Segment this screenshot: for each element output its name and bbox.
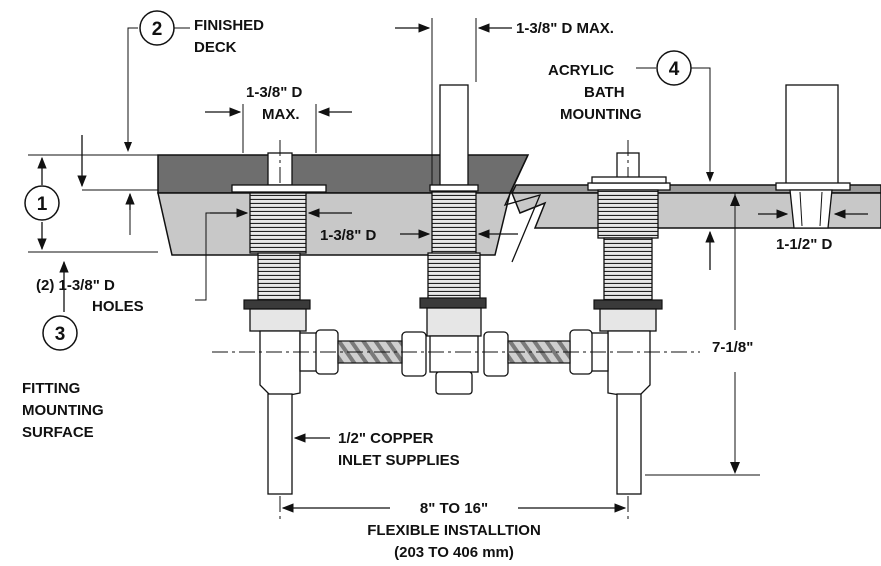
dim-holes-note: (2) 1-3/8" D HOLES — [36, 208, 352, 315]
callout-4-number: 4 — [669, 59, 680, 80]
center-spout — [401, 84, 509, 395]
dim-height: 7-1/8" — [645, 193, 760, 476]
dim-spout: 1-3/8" D MAX. — [395, 18, 614, 185]
dim-middle-hole: 1-3/8" D — [320, 227, 518, 244]
dim-middle-hole-text: 1-3/8" D — [320, 227, 376, 244]
finished-deck-label-1: FINISHED — [194, 17, 264, 34]
acrylic-label-3: MOUNTING — [560, 106, 642, 123]
fitting-label-1: FITTING — [22, 380, 80, 397]
dim-spout-text: 1-3/8" D MAX. — [516, 20, 614, 37]
callout-1: 1 — [24, 135, 158, 253]
callout-2: 2 FINISHED DECK — [124, 10, 264, 152]
dim-copper: 1/2" COPPER INLET SUPPLIES — [293, 430, 460, 469]
acrylic-label-1: ACRYLIC — [548, 62, 614, 79]
dim-spread: 8" TO 16" FLEXIBLE INSTALLTION (203 TO 4… — [281, 500, 627, 561]
dim-height-text: 7-1/8" — [712, 339, 753, 356]
callout-4: ACRYLIC BATH MOUNTING 4 — [548, 50, 881, 270]
acrylic-label-2: BATH — [584, 84, 625, 101]
callout-2-number: 2 — [152, 19, 163, 40]
spread-text-3: (203 TO 406 mm) — [394, 544, 514, 561]
finished-deck-label-2: DECK — [194, 39, 237, 56]
callout-1-number: 1 — [37, 194, 48, 215]
fitting-label-2: MOUNTING — [22, 402, 104, 419]
holes-note-text-1: (2) 1-3/8" D — [36, 277, 115, 294]
copper-text-2: INLET SUPPLIES — [338, 452, 460, 469]
spread-text-1: 8" TO 16" — [420, 500, 488, 517]
callout-3: 3 FITTING MOUNTING SURFACE — [22, 260, 104, 441]
right-valve — [569, 140, 671, 495]
dim-left-hole-text-1: 1-3/8" D — [246, 84, 302, 101]
left-valve — [231, 140, 339, 495]
dim-left-hole: 1-3/8" D MAX. — [205, 84, 352, 153]
copper-text-1: 1/2" COPPER — [338, 430, 434, 447]
dim-right-hole: 1-1/2" D — [758, 209, 868, 253]
dim-right-hole-text: 1-1/2" D — [776, 236, 832, 253]
spread-text-2: FLEXIBLE INSTALLTION — [367, 522, 541, 539]
dim-left-hole-text-2: MAX. — [262, 106, 300, 123]
callout-3-number: 3 — [55, 324, 66, 345]
holes-note-text-2: HOLES — [92, 298, 144, 315]
right-accessory — [775, 84, 851, 229]
fitting-label-3: SURFACE — [22, 424, 94, 441]
